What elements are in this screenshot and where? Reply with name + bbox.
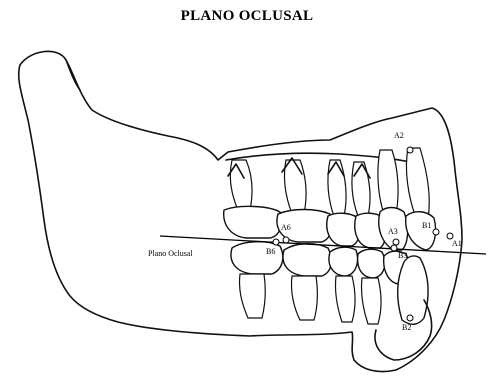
label-a3: A3 bbox=[388, 227, 398, 236]
point-a2 bbox=[407, 147, 413, 153]
upper-root-incisor bbox=[406, 148, 429, 218]
occlusal-plane-label: Plano Oclusal bbox=[148, 249, 193, 258]
point-a3 bbox=[393, 239, 399, 245]
point-b6 bbox=[273, 239, 279, 245]
upper-molar2-crown bbox=[224, 206, 282, 238]
point-b2 bbox=[407, 315, 413, 321]
point-a6 bbox=[283, 237, 289, 243]
lower-premolar1-crown bbox=[329, 247, 358, 276]
lower-root-premolar1 bbox=[335, 276, 355, 322]
point-b3 bbox=[391, 245, 397, 251]
upper-root-premolar bbox=[328, 160, 346, 216]
lower-premolar2-crown bbox=[358, 249, 385, 278]
upper-root-canine bbox=[378, 150, 398, 214]
label-a1: A1 bbox=[452, 239, 462, 248]
label-b2: B2 bbox=[402, 323, 411, 332]
label-a2: A2 bbox=[394, 131, 404, 140]
label-b1: B1 bbox=[422, 221, 431, 230]
lower-incisor bbox=[398, 256, 428, 324]
lower-molar1-crown bbox=[283, 244, 331, 276]
upper-root-premolar2 bbox=[352, 162, 370, 216]
label-b6: B6 bbox=[266, 247, 275, 256]
label-b3: B3 bbox=[398, 251, 407, 260]
point-b1 bbox=[433, 229, 439, 235]
lower-root-molar1 bbox=[291, 276, 317, 320]
upper-root-molar1 bbox=[284, 160, 306, 214]
lower-root-premolar2 bbox=[361, 278, 381, 324]
upper-incisor-crown bbox=[406, 212, 436, 250]
lower-root-molar2 bbox=[239, 274, 265, 318]
label-a6: A6 bbox=[281, 223, 291, 232]
